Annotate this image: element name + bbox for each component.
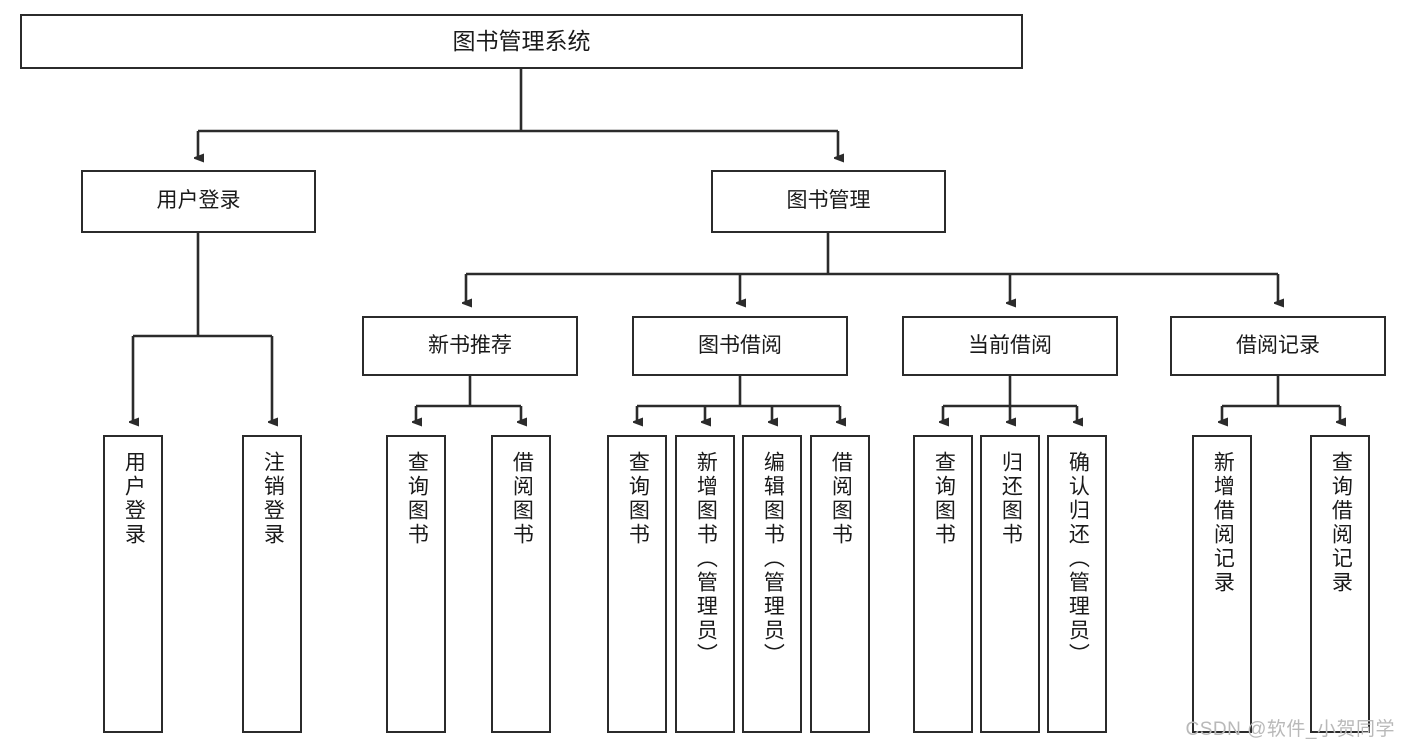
leaf-query-record-label: 查询借阅记录 bbox=[1329, 451, 1353, 595]
node-current-borrow-label: 当前借阅 bbox=[968, 333, 1052, 357]
leaf-return-book[interactable]: 归还图书 bbox=[980, 435, 1040, 733]
leaf-edit-book-label: 编辑图书（管理员） bbox=[761, 451, 785, 667]
leaf-edit-book[interactable]: 编辑图书（管理员） bbox=[742, 435, 802, 733]
leaf-borrow-book-1[interactable]: 借阅图书 bbox=[491, 435, 551, 733]
leaf-return-book-label: 归还图书 bbox=[999, 451, 1023, 547]
node-current-borrow[interactable]: 当前借阅 bbox=[902, 316, 1118, 376]
node-new-book-recommend-label: 新书推荐 bbox=[428, 333, 512, 357]
leaf-user-login[interactable]: 用户登录 bbox=[103, 435, 163, 733]
leaf-user-login-label: 用户登录 bbox=[122, 451, 146, 547]
leaf-borrow-book-1-label: 借阅图书 bbox=[510, 451, 534, 547]
node-user-login-label: 用户登录 bbox=[156, 189, 241, 213]
leaf-query-book-3-label: 查询图书 bbox=[932, 451, 956, 547]
leaf-query-book-1-label: 查询图书 bbox=[405, 451, 429, 547]
node-user-login[interactable]: 用户登录 bbox=[81, 170, 316, 233]
node-root[interactable]: 图书管理系统 bbox=[20, 14, 1023, 69]
leaf-confirm-return-label: 确认归还（管理员） bbox=[1066, 451, 1090, 667]
leaf-query-book-2-label: 查询图书 bbox=[626, 451, 650, 547]
leaf-query-record[interactable]: 查询借阅记录 bbox=[1310, 435, 1370, 733]
leaf-borrow-book-2[interactable]: 借阅图书 bbox=[810, 435, 870, 733]
node-borrow-record[interactable]: 借阅记录 bbox=[1170, 316, 1386, 376]
leaf-query-book-2[interactable]: 查询图书 bbox=[607, 435, 667, 733]
csdn-watermark: CSDN @软件_小贺同学 bbox=[1185, 719, 1395, 740]
node-borrow-record-label: 借阅记录 bbox=[1236, 333, 1320, 357]
node-book-manage[interactable]: 图书管理 bbox=[711, 170, 946, 233]
node-new-book-recommend[interactable]: 新书推荐 bbox=[362, 316, 578, 376]
leaf-confirm-return[interactable]: 确认归还（管理员） bbox=[1047, 435, 1107, 733]
leaf-add-record-label: 新增借阅记录 bbox=[1211, 451, 1235, 595]
node-book-manage-label: 图书管理 bbox=[786, 189, 871, 213]
leaf-query-book-1[interactable]: 查询图书 bbox=[386, 435, 446, 733]
leaf-borrow-book-2-label: 借阅图书 bbox=[829, 451, 853, 547]
node-book-borrow[interactable]: 图书借阅 bbox=[632, 316, 848, 376]
leaf-add-record[interactable]: 新增借阅记录 bbox=[1192, 435, 1252, 733]
leaf-query-book-3[interactable]: 查询图书 bbox=[913, 435, 973, 733]
leaf-add-book[interactable]: 新增图书（管理员） bbox=[675, 435, 735, 733]
node-root-label: 图书管理系统 bbox=[452, 27, 591, 54]
leaf-logout-label: 注销登录 bbox=[261, 451, 285, 547]
node-book-borrow-label: 图书借阅 bbox=[698, 333, 782, 357]
leaf-add-book-label: 新增图书（管理员） bbox=[694, 451, 718, 667]
leaf-logout[interactable]: 注销登录 bbox=[242, 435, 302, 733]
